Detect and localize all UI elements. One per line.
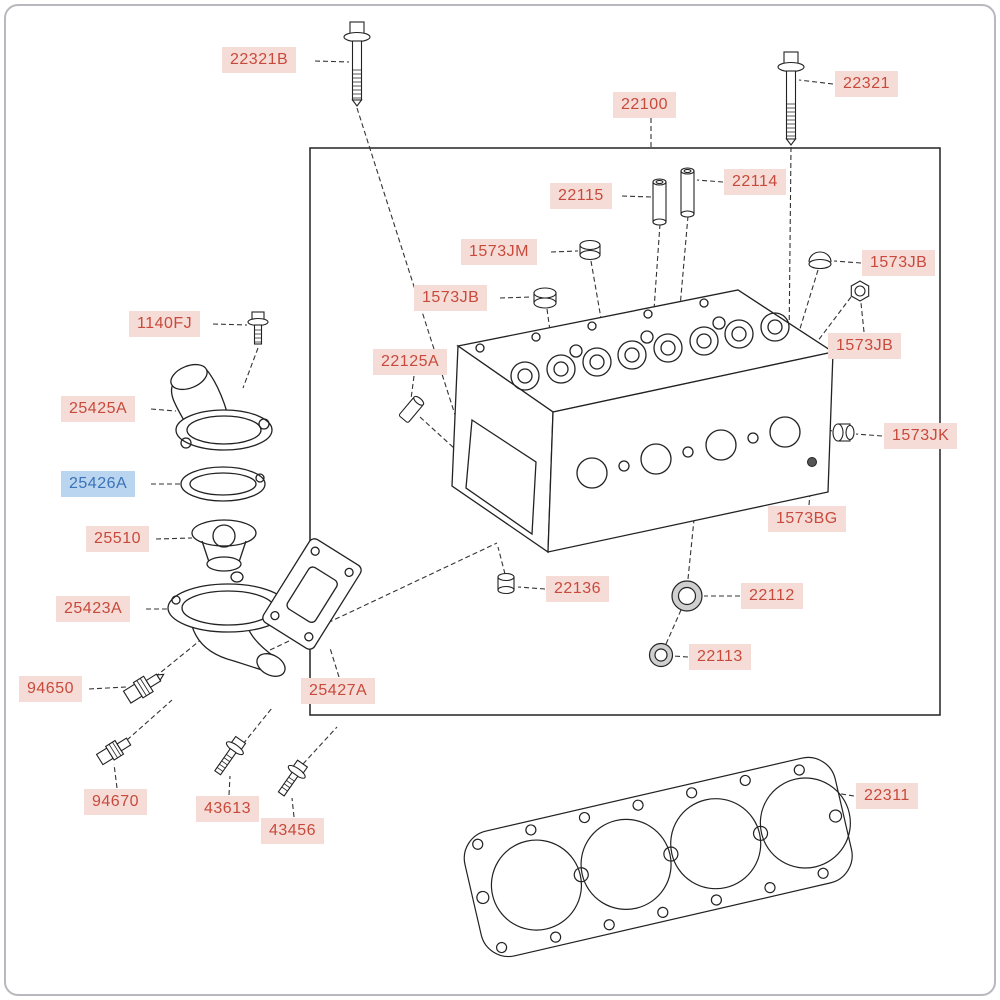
part-label-1573jk[interactable]: 1573JK: [884, 423, 958, 449]
part-label-94650[interactable]: 94650: [19, 676, 82, 702]
part-label-22100[interactable]: 22100: [613, 92, 676, 118]
part-label-1573bg[interactable]: 1573BG: [768, 506, 846, 532]
outlet-gasket-drawing: [262, 538, 362, 650]
part-label-22136[interactable]: 22136: [546, 576, 609, 602]
part-label-1573jm[interactable]: 1573JM: [461, 239, 537, 265]
part-label-22321[interactable]: 22321: [835, 71, 898, 97]
seal-ring-22113-icon: [648, 642, 674, 668]
part-label-43613[interactable]: 43613: [196, 796, 259, 822]
cylinder-head-drawing: [451, 289, 835, 554]
cap-1573jb-left-icon: [533, 287, 557, 309]
plug-22136-icon: [497, 572, 515, 595]
bolt-1140fj-icon: [247, 311, 269, 345]
part-label-94670[interactable]: 94670: [84, 789, 147, 815]
part-label-25510[interactable]: 25510: [86, 526, 149, 552]
part-label-22115[interactable]: 22115: [550, 183, 612, 209]
pin-22125a-icon: [398, 395, 425, 423]
part-label-1573jb-2[interactable]: 1573JB: [414, 285, 488, 311]
part-label-22112[interactable]: 22112: [741, 583, 803, 609]
nut-1573jb-icon: [850, 280, 870, 302]
ball-1573bg-icon: [807, 457, 817, 467]
part-label-1573jb-3[interactable]: 1573JB: [828, 333, 902, 359]
seal-ring-22112-icon: [671, 580, 703, 612]
thermostat-gasket-drawing: [180, 466, 266, 502]
bolt-43613-icon: [214, 735, 247, 776]
thermostat-housing-lower-drawing: [167, 583, 289, 677]
cap-1573jk-icon: [832, 423, 855, 442]
part-label-43456[interactable]: 43456: [261, 818, 324, 844]
part-label-22113[interactable]: 22113: [689, 644, 751, 670]
head-gasket-drawing: [463, 756, 853, 958]
cap-1573jb-dome-icon: [808, 251, 832, 270]
part-label-25427a[interactable]: 25427A: [301, 678, 376, 704]
dowel-pin-22114-icon: [680, 167, 695, 218]
bolt-22321b-icon: [343, 21, 371, 107]
sensor-94670-icon: [95, 737, 132, 766]
part-label-1573jb-1[interactable]: 1573JB: [862, 250, 936, 276]
sensor-94650-icon: [122, 673, 165, 704]
thermostat-housing-upper-drawing: [170, 363, 273, 451]
cap-1573jm-icon: [579, 239, 601, 261]
part-label-25423a[interactable]: 25423A: [56, 596, 131, 622]
bolt-43456-icon: [277, 759, 309, 797]
bolt-22321-icon: [777, 51, 805, 146]
part-label-1140fj[interactable]: 1140FJ: [129, 311, 201, 337]
part-label-25425a[interactable]: 25425A: [61, 396, 136, 422]
part-label-22114[interactable]: 22114: [724, 169, 786, 195]
part-label-22125a[interactable]: 22125A: [373, 349, 448, 375]
part-label-25426a[interactable]: 25426A: [61, 471, 136, 497]
part-label-22321b[interactable]: 22321B: [222, 47, 297, 73]
part-label-22311[interactable]: 22311: [856, 783, 918, 809]
thermostat-drawing: [191, 519, 257, 583]
dowel-pin-22115-icon: [652, 178, 667, 226]
